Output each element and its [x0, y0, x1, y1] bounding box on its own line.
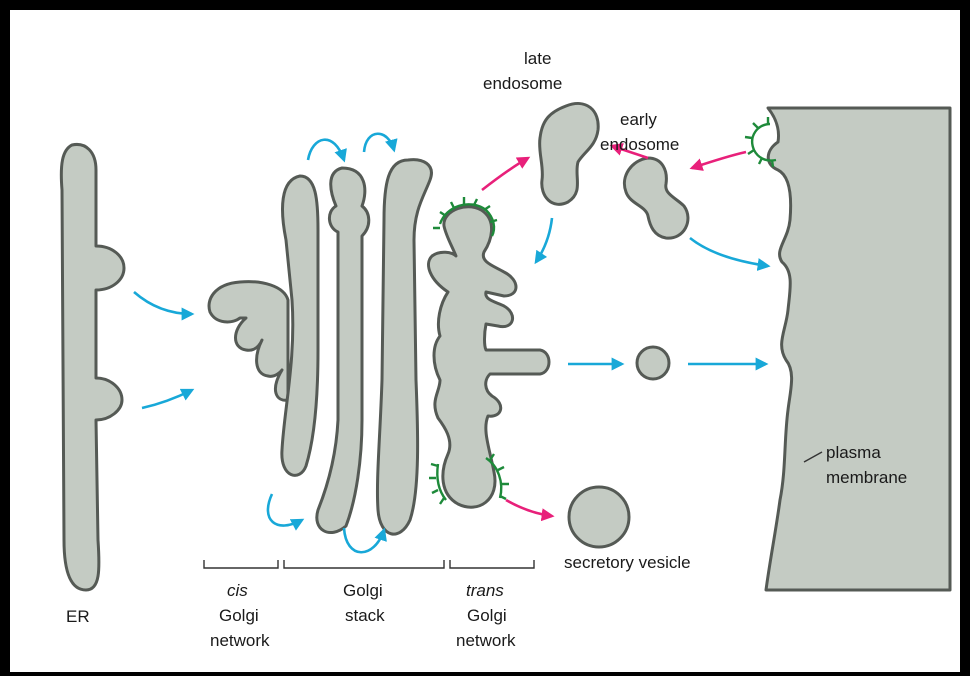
label-cis-1: cis: [227, 581, 248, 600]
label-plasma-membrane-2: membrane: [826, 468, 907, 487]
plasma-membrane-shape: [766, 108, 950, 590]
label-stack-1: Golgi: [343, 581, 383, 600]
er-shape: [61, 144, 124, 590]
trans-golgi-network: [429, 207, 549, 508]
label-late-endosome-1: late: [524, 49, 551, 68]
label-plasma-membrane-1: plasma: [826, 443, 881, 462]
arrow-late-endosome-to-tgn: [536, 218, 552, 262]
label-er: ER: [66, 607, 90, 626]
secretory-vesicle-shape: [569, 487, 629, 547]
label-secretory-vesicle: secretory vesicle: [564, 553, 691, 572]
label-early-endosome-1: early: [620, 110, 657, 129]
golgi-cisterna-2: [317, 168, 369, 533]
transport-vesicle: [637, 347, 669, 379]
label-trans-1: trans: [466, 581, 504, 600]
arrow-er-to-cis-lower: [142, 390, 192, 408]
bracket-cis: [204, 560, 278, 568]
arrow-bottom-1: [268, 494, 302, 526]
label-trans-2: Golgi: [467, 606, 507, 625]
golgi-cisterna-3: [377, 160, 431, 534]
bracket-trans: [450, 560, 534, 568]
label-cis-3: network: [210, 631, 270, 650]
clathrin-coat-plasma-membrane: [745, 117, 776, 167]
arrow-bottom-2: [344, 528, 384, 552]
arrow-tgn-to-secretory: [506, 500, 552, 516]
early-endosome: [624, 158, 688, 238]
arrow-retro-top-1: [308, 140, 344, 160]
arrow-pm-to-early-endosome: [692, 152, 746, 168]
arrow-early-endosome-to-pm: [690, 238, 768, 266]
label-cis-2: Golgi: [219, 606, 259, 625]
label-late-endosome-2: endosome: [483, 74, 562, 93]
arrow-retro-top-2: [364, 134, 394, 152]
label-stack-2: stack: [345, 606, 385, 625]
label-early-endosome-2: endosome: [600, 135, 679, 154]
arrow-er-to-cis-upper: [134, 292, 192, 314]
bracket-stack: [284, 560, 444, 568]
label-trans-3: network: [456, 631, 516, 650]
late-endosome: [540, 103, 599, 204]
cis-golgi-cisterna: [209, 282, 288, 401]
arrow-tgn-to-late-endosome: [482, 158, 528, 190]
